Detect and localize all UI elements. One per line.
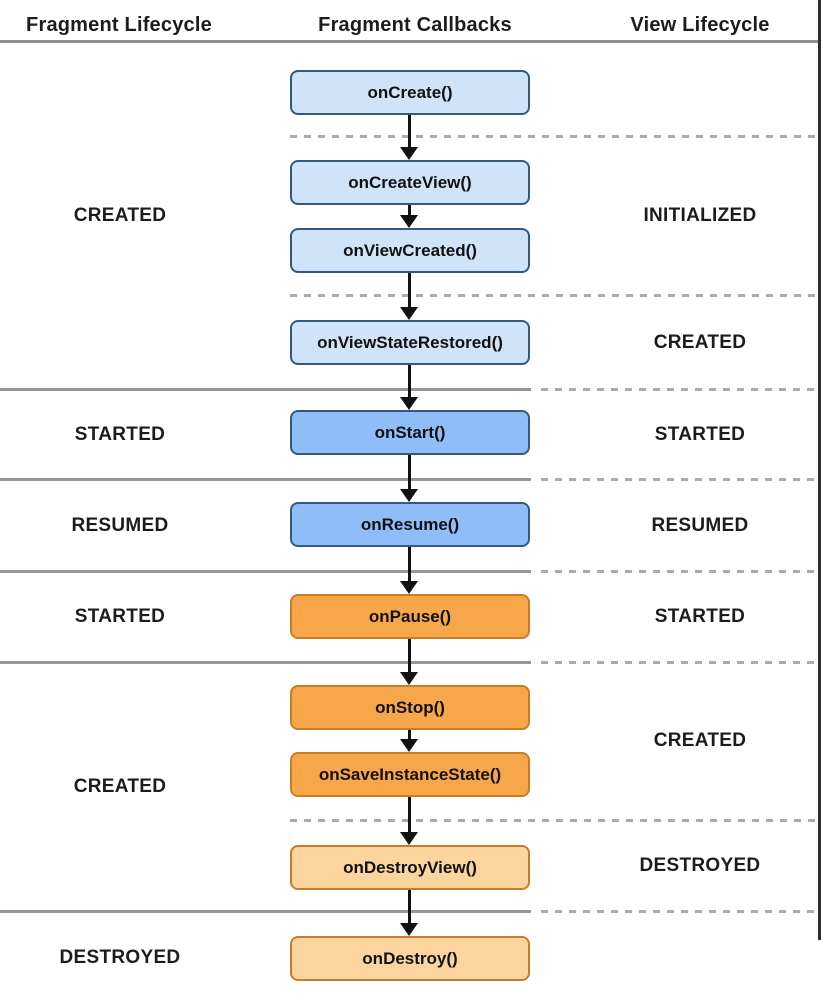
view-state-dashed-divider — [541, 478, 815, 481]
fragment-state-solid-divider — [0, 910, 531, 913]
arrow-down-icon — [400, 215, 418, 228]
scrollbar-thumb[interactable] — [818, 0, 821, 940]
fragment-state-created: CREATED — [73, 205, 167, 226]
header-view-lifecycle: View Lifecycle — [630, 14, 770, 36]
header-fragment-lifecycle: Fragment Lifecycle — [26, 14, 212, 36]
fragment-state-started-2: STARTED — [74, 606, 166, 627]
arrow-down-icon — [400, 581, 418, 594]
fragment-state-resumed: RESUMED — [71, 515, 169, 536]
callback-box-onstop: onStop() — [290, 685, 530, 730]
fragment-state-created-2: CREATED — [73, 776, 167, 797]
view-state-initialized: INITIALIZED — [643, 205, 757, 226]
callback-box-onstart: onStart() — [290, 410, 530, 455]
callback-box-onsaveinstancestate: onSaveInstanceState() — [290, 752, 530, 797]
view-state-dashed-divider — [290, 135, 815, 138]
arrow-down-icon — [400, 832, 418, 845]
arrow-down-icon — [400, 307, 418, 320]
callback-box-oncreate: onCreate() — [290, 70, 530, 115]
arrow-down-icon — [400, 923, 418, 936]
flow-arrow-shaft — [408, 730, 411, 740]
fragment-state-destroyed: DESTROYED — [59, 947, 181, 968]
fragment-state-solid-divider — [0, 661, 531, 664]
view-state-started: STARTED — [654, 424, 746, 445]
flow-arrow-shaft — [408, 797, 411, 833]
view-state-dashed-divider — [290, 819, 815, 822]
flow-arrow-shaft — [408, 547, 411, 582]
view-state-created-2: CREATED — [653, 730, 747, 751]
callback-box-onresume: onResume() — [290, 502, 530, 547]
arrow-down-icon — [400, 489, 418, 502]
callback-box-ondestroy: onDestroy() — [290, 936, 530, 981]
callback-box-ondestroyview: onDestroyView() — [290, 845, 530, 890]
flow-arrow-shaft — [408, 639, 411, 673]
flow-arrow-shaft — [408, 890, 411, 924]
arrow-down-icon — [400, 397, 418, 410]
fragment-state-solid-divider — [0, 570, 531, 573]
callback-box-oncreateview: onCreateView() — [290, 160, 530, 205]
callback-box-onviewcreated: onViewCreated() — [290, 228, 530, 273]
flow-arrow-shaft — [408, 205, 411, 216]
view-state-destroyed: DESTROYED — [639, 855, 761, 876]
callback-box-onviewstaterestored: onViewStateRestored() — [290, 320, 530, 365]
view-state-resumed: RESUMED — [651, 515, 749, 536]
arrow-down-icon — [400, 147, 418, 160]
view-state-dashed-divider — [541, 910, 815, 913]
view-state-dashed-divider — [541, 661, 815, 664]
arrow-down-icon — [400, 672, 418, 685]
header-divider-line — [0, 40, 821, 43]
view-state-dashed-divider — [541, 570, 815, 573]
view-state-dashed-divider — [541, 388, 815, 391]
fragment-state-solid-divider — [0, 478, 531, 481]
fragment-state-solid-divider — [0, 388, 531, 391]
flow-arrow-shaft — [408, 455, 411, 490]
view-state-dashed-divider — [290, 294, 815, 297]
view-state-started-2: STARTED — [654, 606, 746, 627]
fragment-state-started: STARTED — [74, 424, 166, 445]
view-state-created: CREATED — [653, 332, 747, 353]
callback-box-onpause: onPause() — [290, 594, 530, 639]
flow-arrow-shaft — [408, 115, 411, 148]
header-fragment-callbacks: Fragment Callbacks — [318, 14, 512, 36]
flow-arrow-shaft — [408, 365, 411, 398]
arrow-down-icon — [400, 739, 418, 752]
flow-arrow-shaft — [408, 273, 411, 308]
